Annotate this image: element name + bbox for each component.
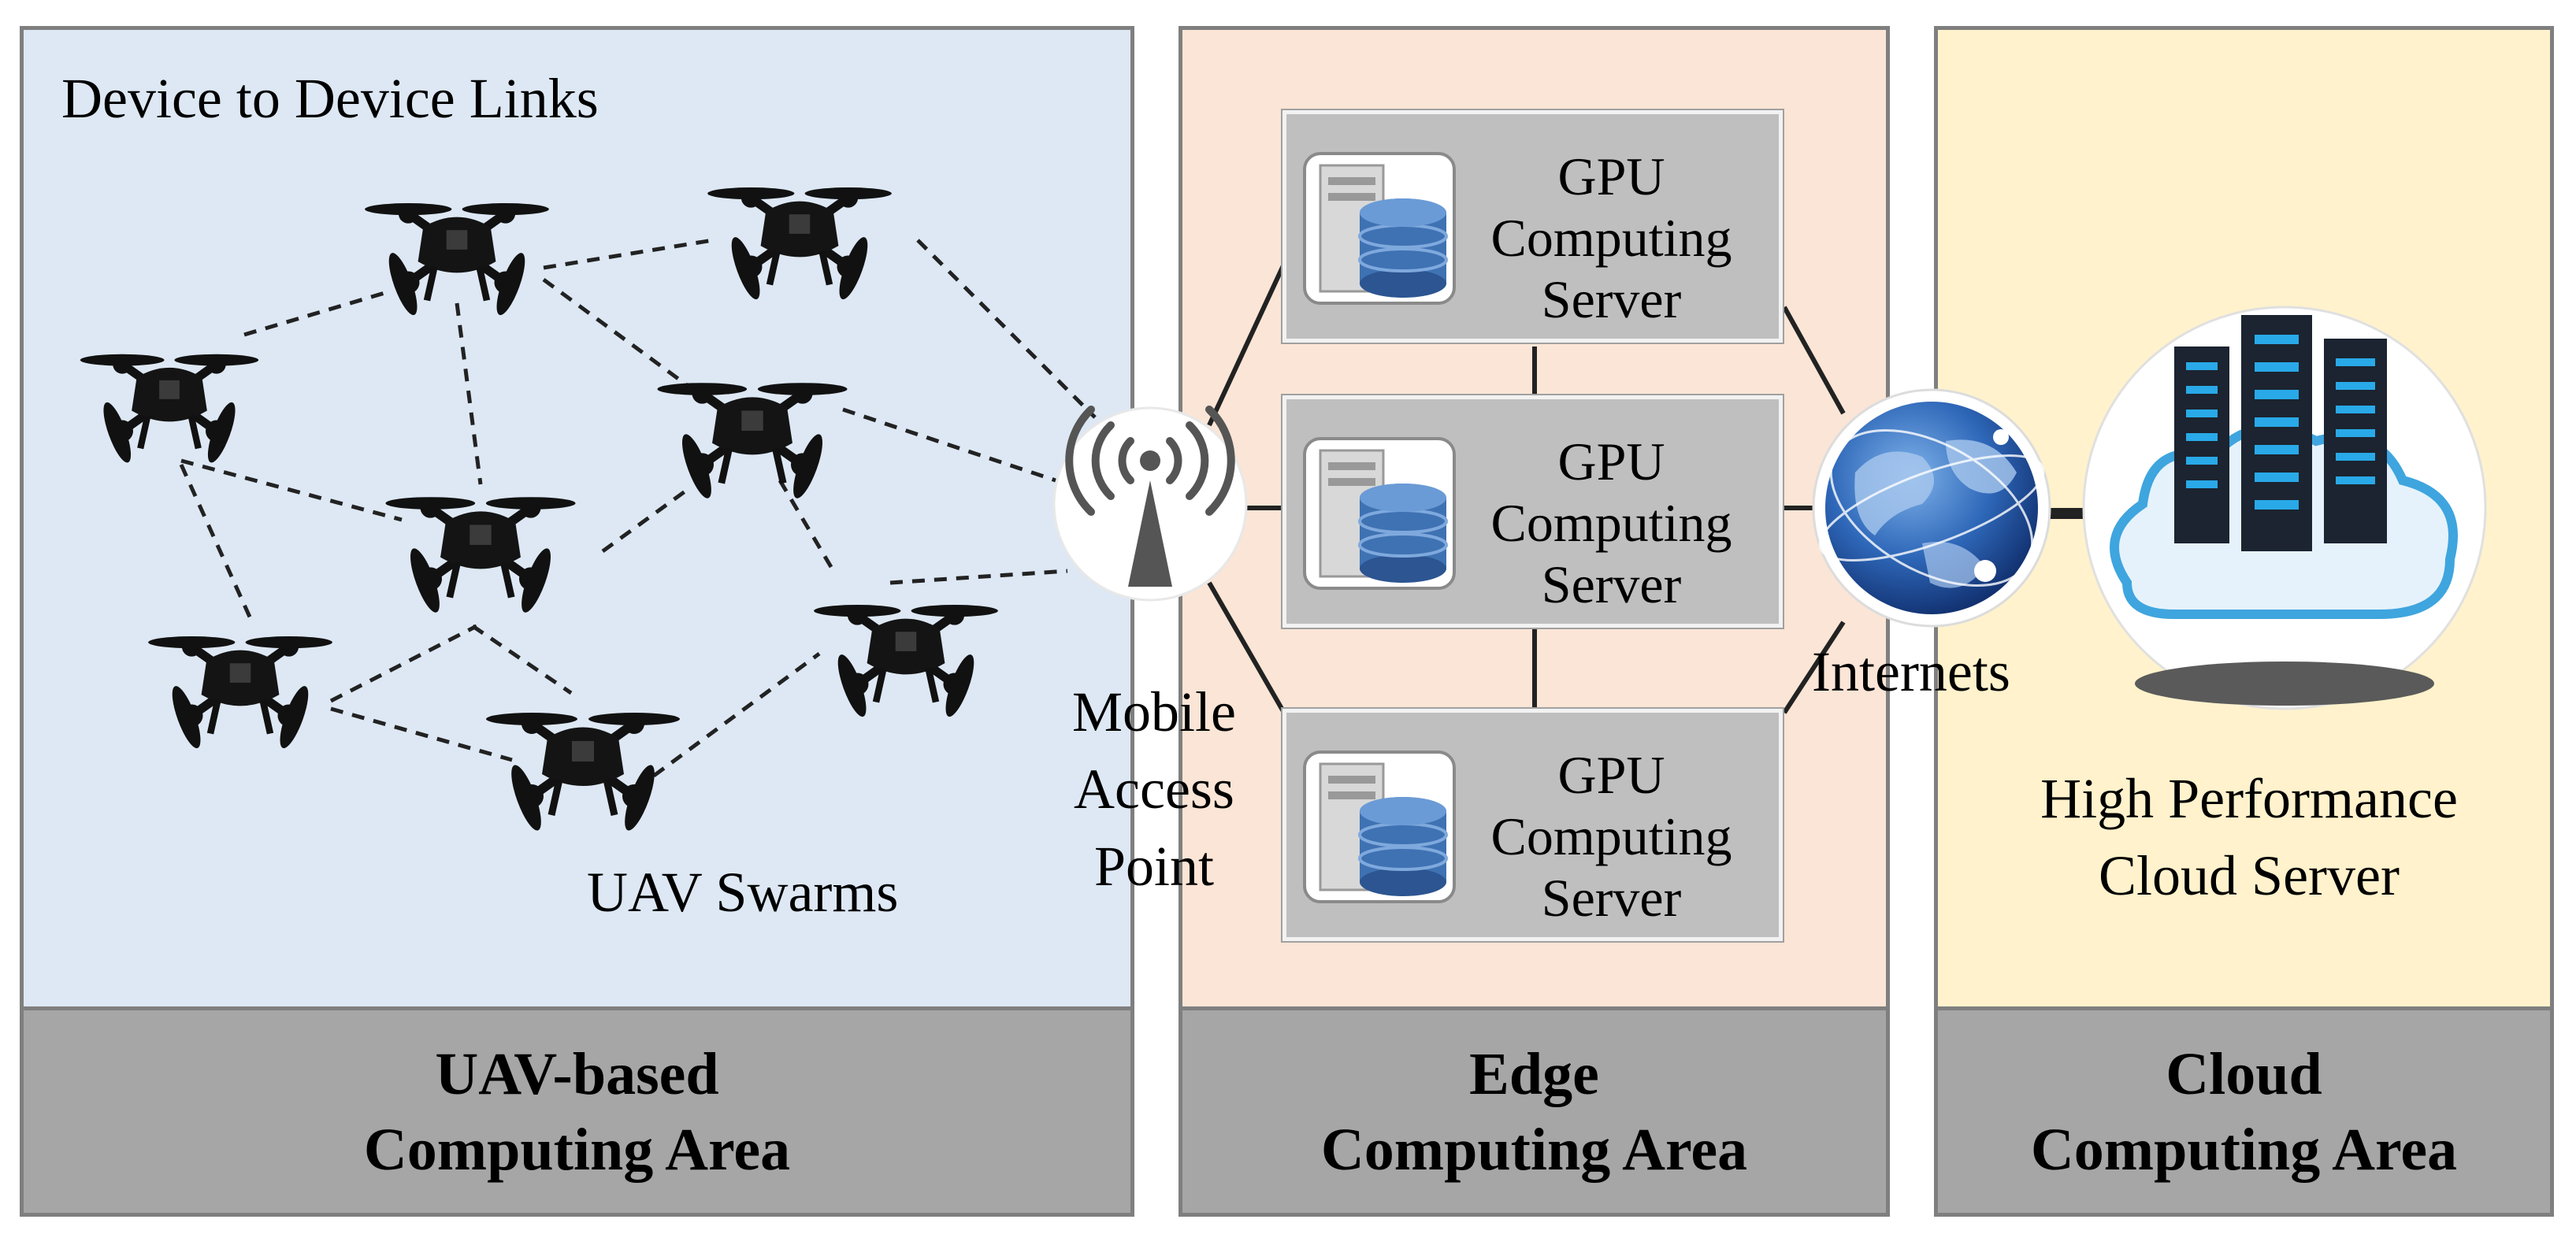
- uav-drone-icon-8: [486, 713, 680, 833]
- server-3-line-2: Computing: [1490, 806, 1732, 866]
- edge-footer-line-2: Computing Area: [1320, 1116, 1748, 1183]
- uav-area-footer: UAV-based Computing Area: [20, 1006, 1134, 1217]
- uav-drone-icon-4: [657, 383, 847, 501]
- d2d-links: [179, 238, 1097, 778]
- cloud-area-footer: Cloud Computing Area: [1934, 1006, 2554, 1217]
- uav-footer-line-2: Computing Area: [363, 1116, 791, 1183]
- server-2-line-2: Computing: [1490, 493, 1732, 553]
- uav-drone-icon-2: [365, 203, 549, 318]
- access-point-icon: [1052, 406, 1248, 602]
- mobile-access-point-label: Mobile Access Point: [1044, 673, 1264, 905]
- server-1-line-2: Computing: [1490, 208, 1732, 268]
- uav-drone-icon-7: [814, 605, 998, 720]
- cloud-label-line-1: High Performance: [2040, 767, 2458, 830]
- server-1-line-3: Server: [1541, 269, 1682, 329]
- internets-label: Internets: [1812, 640, 2010, 703]
- server-1-line-1: GPU: [1557, 146, 1665, 206]
- uav-drone-icon-5: [385, 497, 575, 615]
- server-database-icon: [1303, 751, 1456, 903]
- solid-links: [1207, 262, 2084, 714]
- gpu-computing-server-3: GPU Computing Server: [1281, 707, 1784, 943]
- server-database-icon: [1303, 437, 1456, 590]
- uav-drone-icon-3: [707, 187, 892, 302]
- access-point-label-line-3: Point: [1093, 835, 1215, 898]
- cloud-server-icon: [2082, 306, 2487, 710]
- uav-footer-line-1: UAV-based: [435, 1040, 719, 1107]
- access-point-label-line-2: Access: [1074, 758, 1234, 821]
- server-3-line-3: Server: [1541, 868, 1682, 928]
- internet-globe-icon: [1812, 388, 2051, 628]
- edge-footer-line-1: Edge: [1469, 1040, 1599, 1107]
- edge-area-footer: Edge Computing Area: [1179, 1006, 1890, 1217]
- server-database-icon: [1303, 152, 1456, 305]
- cloud-label-line-2: Cloud Server: [2099, 844, 2400, 907]
- gpu-computing-server-1: GPU Computing Server: [1281, 109, 1784, 344]
- uav-computing-panel: [20, 26, 1134, 1010]
- uav-drone-icon-1: [80, 354, 258, 465]
- uav-drone-icon-6: [148, 636, 332, 751]
- server-3-line-1: GPU: [1557, 745, 1665, 805]
- cloud-footer-line-1: Cloud: [2166, 1040, 2322, 1107]
- server-2-line-3: Server: [1541, 554, 1682, 614]
- uav-swarms-label: UAV Swarms: [587, 861, 899, 924]
- server-1-label: GPU Computing Server: [1460, 146, 1763, 330]
- server-2-line-1: GPU: [1557, 432, 1665, 491]
- cloud-footer-line-2: Computing Area: [2030, 1116, 2458, 1183]
- d2d-links-label: Device to Device Links: [61, 67, 599, 130]
- access-point-label-line-1: Mobile: [1072, 680, 1236, 743]
- gpu-computing-server-2: GPU Computing Server: [1281, 394, 1784, 629]
- server-3-label: GPU Computing Server: [1460, 744, 1763, 928]
- cloud-server-label: High Performance Cloud Server: [1954, 760, 2544, 914]
- server-2-label: GPU Computing Server: [1460, 431, 1763, 615]
